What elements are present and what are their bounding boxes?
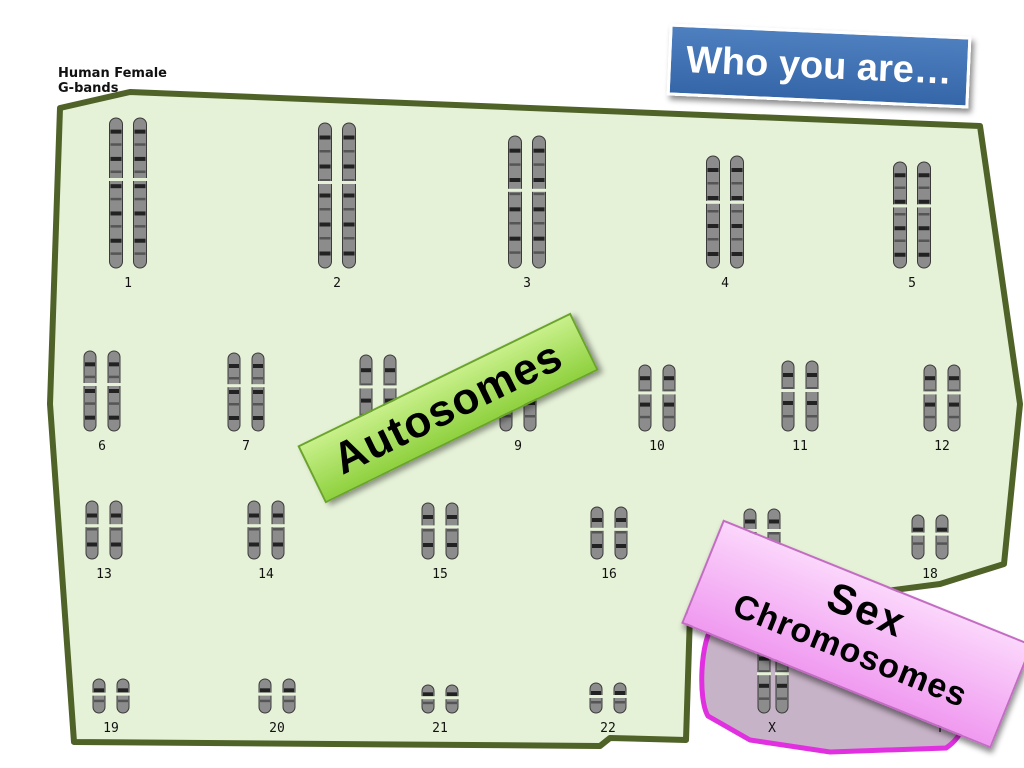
chromosome-icon: [507, 135, 523, 269]
chromosome-icon: [590, 506, 604, 560]
chromosome-pair-1: [108, 117, 148, 269]
chromosome-icon: [916, 161, 932, 269]
pair-label-y: Y: [936, 721, 944, 736]
title-text: Who you are…: [685, 38, 953, 93]
chromosome-icon: [935, 514, 949, 560]
chromosome-pair-21: [421, 684, 459, 714]
chromosome-icon: [85, 500, 99, 560]
pair-label-20: 20: [269, 721, 285, 736]
chromosome-icon: [613, 682, 627, 714]
chromosome-pair-4: [705, 155, 745, 269]
chromosome-icon: [108, 117, 124, 269]
chromosome-pair-2: [317, 122, 357, 269]
chromosome-icon: [251, 352, 265, 432]
chromosome-icon: [109, 500, 123, 560]
chromosome-icon: [282, 678, 296, 714]
pair-label-1: 1: [124, 276, 132, 291]
chromosome-icon: [247, 500, 261, 560]
pair-label-7: 7: [242, 439, 250, 454]
chromosome-pair-7: [227, 352, 265, 432]
chromosome-pair-14: [247, 500, 285, 560]
chromosome-icon: [729, 155, 745, 269]
chromosome-pair-5: [892, 161, 932, 269]
karyotype-caption: Human Female G-bands: [58, 66, 167, 96]
chromosome-pair-13: [85, 500, 123, 560]
chromosome-icon: [271, 500, 285, 560]
pair-label-13: 13: [96, 567, 112, 582]
pair-label-5: 5: [908, 276, 916, 291]
chromosome-pair-10: [638, 364, 676, 432]
chromosome-icon: [227, 352, 241, 432]
pair-label-9: 9: [514, 439, 522, 454]
chromosome-pair-16: [590, 506, 628, 560]
chromosome-icon: [757, 644, 771, 714]
pair-label-3: 3: [523, 276, 531, 291]
chromosome-icon: [445, 502, 459, 560]
chromosome-icon: [92, 678, 106, 714]
chromosome-icon: [911, 514, 925, 560]
chromosome-icon: [531, 135, 547, 269]
pair-label-14: 14: [258, 567, 274, 582]
chromosome-pair-19: [92, 678, 130, 714]
chromosome-pair-12: [923, 364, 961, 432]
chromosome-icon: [132, 117, 148, 269]
chromosome-pair-18: [911, 514, 949, 560]
chromosome-icon: [107, 350, 121, 432]
pair-label-x: X: [768, 721, 776, 736]
pair-label-18: 18: [922, 567, 938, 582]
chromosome-icon: [421, 502, 435, 560]
chromosome-icon: [781, 360, 795, 432]
chromosome-pair-11: [781, 360, 819, 432]
chromosome-pair-15: [421, 502, 459, 560]
pair-label-16: 16: [601, 567, 617, 582]
chromosome-icon: [638, 364, 652, 432]
caption-line-1: Human Female: [58, 66, 167, 81]
pair-label-10: 10: [649, 439, 665, 454]
chromosome-icon: [662, 364, 676, 432]
chromosome-icon: [892, 161, 908, 269]
chromosome-pair-3: [507, 135, 547, 269]
chromosome-pair-20: [258, 678, 296, 714]
pair-label-2: 2: [333, 276, 341, 291]
chromosome-icon: [805, 360, 819, 432]
pair-label-21: 21: [432, 721, 448, 736]
chromosome-icon: [421, 684, 435, 714]
pair-label-12: 12: [934, 439, 950, 454]
pair-label-6: 6: [98, 439, 106, 454]
pair-label-4: 4: [721, 276, 729, 291]
pair-label-11: 11: [792, 439, 808, 454]
chromosome-icon: [614, 506, 628, 560]
chromosome-icon: [258, 678, 272, 714]
title-banner: Who you are…: [666, 23, 972, 109]
chromosome-icon: [83, 350, 97, 432]
chromosome-icon: [116, 678, 130, 714]
pair-label-22: 22: [600, 721, 616, 736]
pair-label-15: 15: [432, 567, 448, 582]
chromosome-icon: [341, 122, 357, 269]
chromosome-icon: [705, 155, 721, 269]
chromosome-pair-6: [83, 350, 121, 432]
chromosome-layer: [83, 117, 961, 714]
chromosome-icon: [947, 364, 961, 432]
chromosome-icon: [589, 682, 603, 714]
pair-label-19: 19: [103, 721, 119, 736]
chromosome-icon: [445, 684, 459, 714]
chromosome-icon: [923, 364, 937, 432]
chromosome-pair-22: [589, 682, 627, 714]
caption-line-2: G-bands: [58, 81, 119, 96]
chromosome-icon: [317, 122, 333, 269]
